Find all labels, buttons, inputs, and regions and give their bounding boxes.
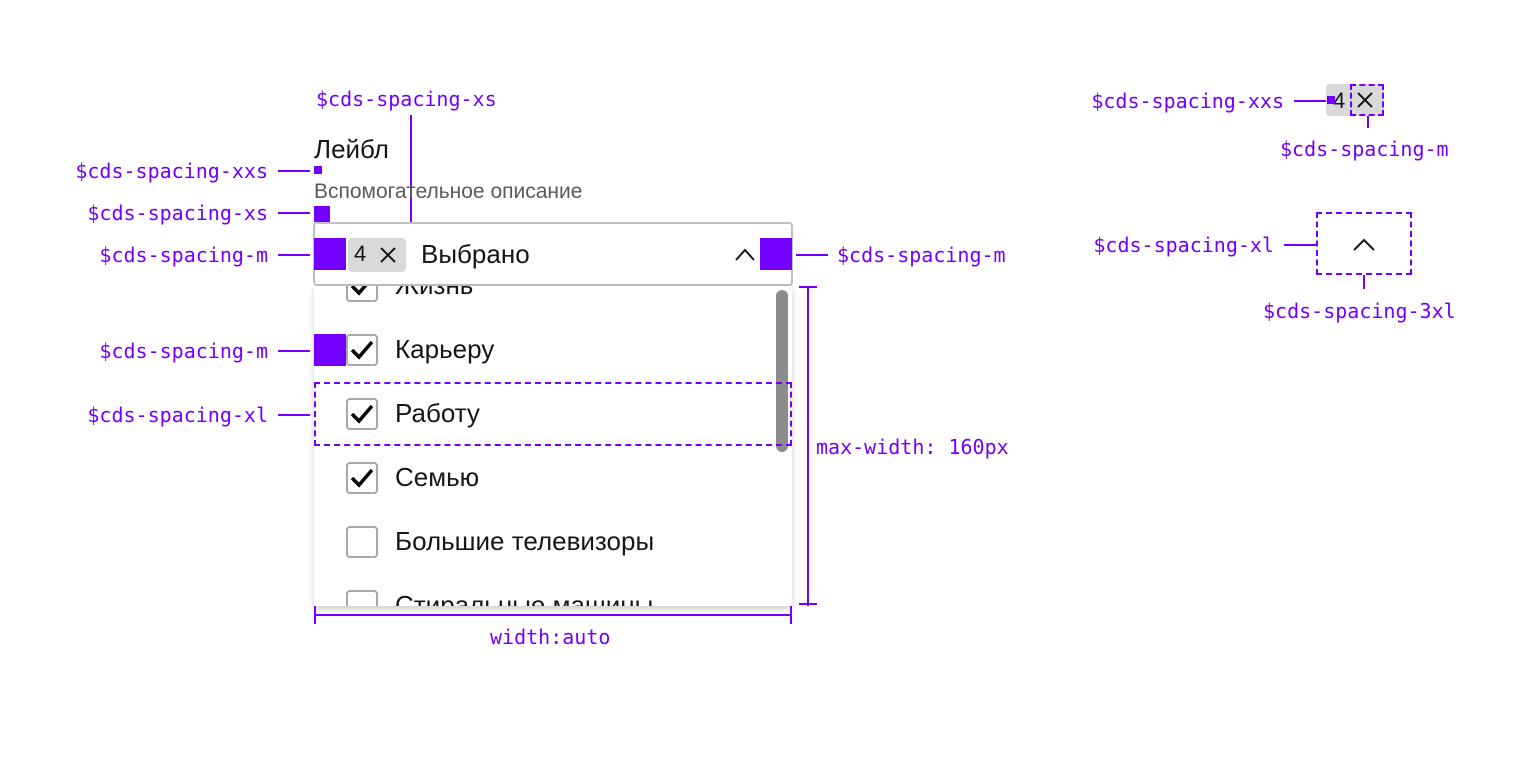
checkbox[interactable] (346, 462, 378, 494)
annotation-line-chevron-xl (1284, 244, 1316, 246)
helper-text: Вспомогательное описание (314, 180, 583, 203)
annotation-square-m-option (314, 334, 346, 366)
annotation-line-tag-m (1367, 116, 1369, 128)
tag-detail: 4 (1326, 84, 1384, 116)
checkbox[interactable] (346, 334, 378, 366)
annotation-square-tag-xxs (1327, 96, 1335, 104)
annotation-spacing-m-option: $cds-spacing-m (99, 339, 268, 363)
checkmark-icon (350, 286, 368, 296)
annotation-chevron-xl: $cds-spacing-xl (1093, 233, 1274, 257)
annotation-line-m-field-right (796, 254, 828, 256)
annotation-bracket-width-left (314, 606, 316, 624)
list-item[interactable]: Семью (314, 446, 792, 510)
checkbox[interactable] (346, 286, 378, 302)
annotation-line-m-field-left (278, 254, 310, 256)
selected-text: Выбрано (421, 239, 530, 269)
selected-count: 4 (354, 241, 367, 266)
annotation-box-tag-m (1350, 84, 1384, 116)
annotation-line-m-option (278, 350, 310, 352)
annotation-tag-m: $cds-spacing-m (1280, 137, 1449, 161)
annotation-line-xxs-left (278, 170, 310, 172)
scrollbar[interactable] (776, 290, 788, 452)
annotation-bracket-height-top (799, 286, 817, 288)
annotation-spacing-m-field-left: $cds-spacing-m (99, 243, 268, 267)
annotation-line-tag-xxs (1294, 100, 1326, 102)
checkmark-icon (350, 340, 374, 360)
multiselect-field[interactable]: 4 Выбрано (313, 222, 793, 286)
list-item[interactable]: Жизнь (314, 286, 792, 318)
annotation-chevron-3xl: $cds-spacing-3xl (1263, 299, 1456, 323)
annotation-bracket-height (807, 286, 809, 606)
annotation-line-chevron-3xl (1363, 275, 1365, 289)
checkmark-icon (350, 404, 374, 424)
annotation-tag-xxs: $cds-spacing-xxs (1091, 89, 1284, 113)
field-label: Лейбл (314, 134, 389, 164)
annotation-box-xl-option (314, 382, 792, 446)
option-label: Большие телевизоры (395, 526, 655, 556)
option-label: Работу (395, 398, 480, 428)
option-label: Стиральные машины (395, 590, 654, 606)
annotation-square-m-field-left (314, 238, 346, 270)
annotation-width: width:auto (490, 625, 611, 649)
list-item[interactable]: Работу (314, 382, 792, 446)
checkbox[interactable] (346, 398, 378, 430)
checkmark-icon (350, 468, 374, 488)
annotation-box-chevron (1316, 212, 1412, 275)
annotation-square-xs-left (314, 206, 330, 222)
annotation-square-xxs-left (314, 166, 322, 174)
annotation-line-xs-left (278, 212, 310, 214)
annotation-square-m-field-right (760, 238, 792, 270)
option-label: Карьеру (395, 334, 495, 364)
annotation-spacing-xxs-left: $cds-spacing-xxs (75, 159, 268, 183)
checkbox[interactable] (346, 526, 378, 558)
list-item[interactable]: Стиральные машины (314, 574, 792, 606)
annotation-spacing-m-field-right: $cds-spacing-m (837, 243, 1006, 267)
annotation-line-xl-option (278, 414, 310, 416)
annotation-bracket-width (314, 614, 792, 616)
annotation-spacing-xs-top: $cds-spacing-xs (316, 87, 497, 111)
annotation-bracket-height-bottom (799, 603, 817, 605)
annotation-line-xs-top (410, 115, 412, 248)
close-icon (1357, 92, 1373, 108)
list-item[interactable]: Карьеру (314, 318, 792, 382)
annotation-max-width: max-width: 160px (816, 435, 1009, 459)
close-icon[interactable] (378, 245, 398, 265)
chevron-up-icon[interactable] (734, 246, 756, 262)
chevron-up-icon (1353, 238, 1375, 251)
dropdown-menu[interactable]: Жизнь Карьеру Работу Семью Большие телев… (314, 286, 792, 606)
annotation-spacing-xs-left: $cds-spacing-xs (87, 201, 268, 225)
selected-count-tag: 4 (348, 238, 406, 272)
annotation-spacing-xl-option: $cds-spacing-xl (87, 403, 268, 427)
tag-detail-count: 4 (1333, 88, 1346, 113)
option-label: Семью (395, 462, 480, 492)
list-item[interactable]: Большие телевизоры (314, 510, 792, 574)
checkbox[interactable] (346, 590, 378, 606)
option-label: Жизнь (395, 286, 473, 301)
annotation-bracket-width-right (790, 606, 792, 624)
